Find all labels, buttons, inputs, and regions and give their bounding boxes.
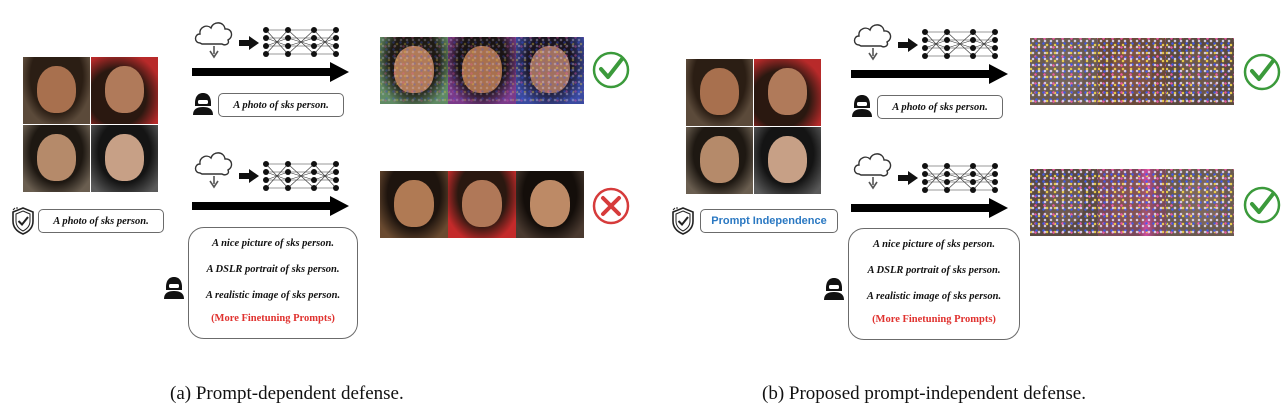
attack-prompts-list: A nice picture of sks person. A DSLR por… [848,228,1020,340]
finetune-arrow [192,62,349,82]
training-photo [754,127,821,194]
prompt-independence-box: Prompt Independence [700,209,838,233]
arrow-icon [898,171,918,185]
prompt-independence-label: Prompt Independence [711,215,827,227]
finetune-arrow [851,198,1008,218]
neural-network-icon [263,27,339,57]
generated-photo [380,37,448,104]
attack-prompt-text: A photo of sks person. [233,99,329,111]
cloud-icon [194,22,233,59]
training-photo [23,125,90,192]
generated-photo [1030,169,1098,236]
finetune-arrow [851,64,1008,84]
arrow-icon [239,169,259,183]
shield-check-icon [12,207,34,235]
caption-a: (a) Prompt-dependent defense. [170,383,404,404]
generated-photo [380,171,448,238]
attack-prompt-item: A DSLR portrait of sks person. [206,264,340,275]
more-prompts-label: (More Finetuning Prompts) [872,314,996,325]
generated-photo [448,171,516,238]
defense-prompt-box: A photo of sks person. [38,209,164,233]
attack-prompt-text: A photo of sks person. [892,101,988,113]
cloud-icon [194,152,233,189]
attack-prompt-item: A DSLR portrait of sks person. [867,265,1001,276]
generated-photo [448,37,516,104]
attack-prompts-list: A nice picture of sks person. A DSLR por… [188,227,358,339]
arrow-icon [239,36,259,50]
hacker-icon [852,95,872,117]
success-check-icon [592,51,630,89]
training-photo [686,59,753,126]
more-prompts-label: (More Finetuning Prompts) [211,313,335,324]
success-check-icon [1243,186,1281,224]
caption-b: (b) Proposed prompt-independent defense. [762,383,1086,404]
attack-prompt-box: A photo of sks person. [877,95,1003,119]
generated-photo [1098,38,1166,105]
training-photo [91,57,158,124]
attack-prompt-item: A realistic image of sks person. [205,290,341,301]
shield-check-icon [672,207,694,235]
finetune-arrow [192,196,349,216]
attack-prompt-item: A nice picture of sks person. [873,239,995,250]
hacker-icon [193,93,213,115]
training-photo [754,59,821,126]
neural-network-icon [922,29,998,59]
neural-network-icon [922,163,998,193]
arrow-icon [898,38,918,52]
failure-cross-icon [592,187,630,225]
generated-photo [1098,169,1166,236]
success-check-icon [1243,53,1281,91]
generated-photo [1166,169,1234,236]
defense-prompt-text: A photo of sks person. [53,215,149,227]
generated-photo [516,171,584,238]
training-photo [686,127,753,194]
generated-photo [1166,38,1234,105]
generated-photo [1030,38,1098,105]
attack-prompt-box: A photo of sks person. [218,93,344,117]
training-photo [23,57,90,124]
attack-prompt-item: A realistic image of sks person. [866,291,1002,302]
cloud-icon [853,24,892,61]
hacker-icon [824,278,844,300]
training-photo [91,125,158,192]
attack-prompt-item: A nice picture of sks person. [212,238,334,249]
cloud-icon [853,153,892,190]
generated-photo [516,37,584,104]
hacker-icon [164,277,184,299]
neural-network-icon [263,161,339,191]
